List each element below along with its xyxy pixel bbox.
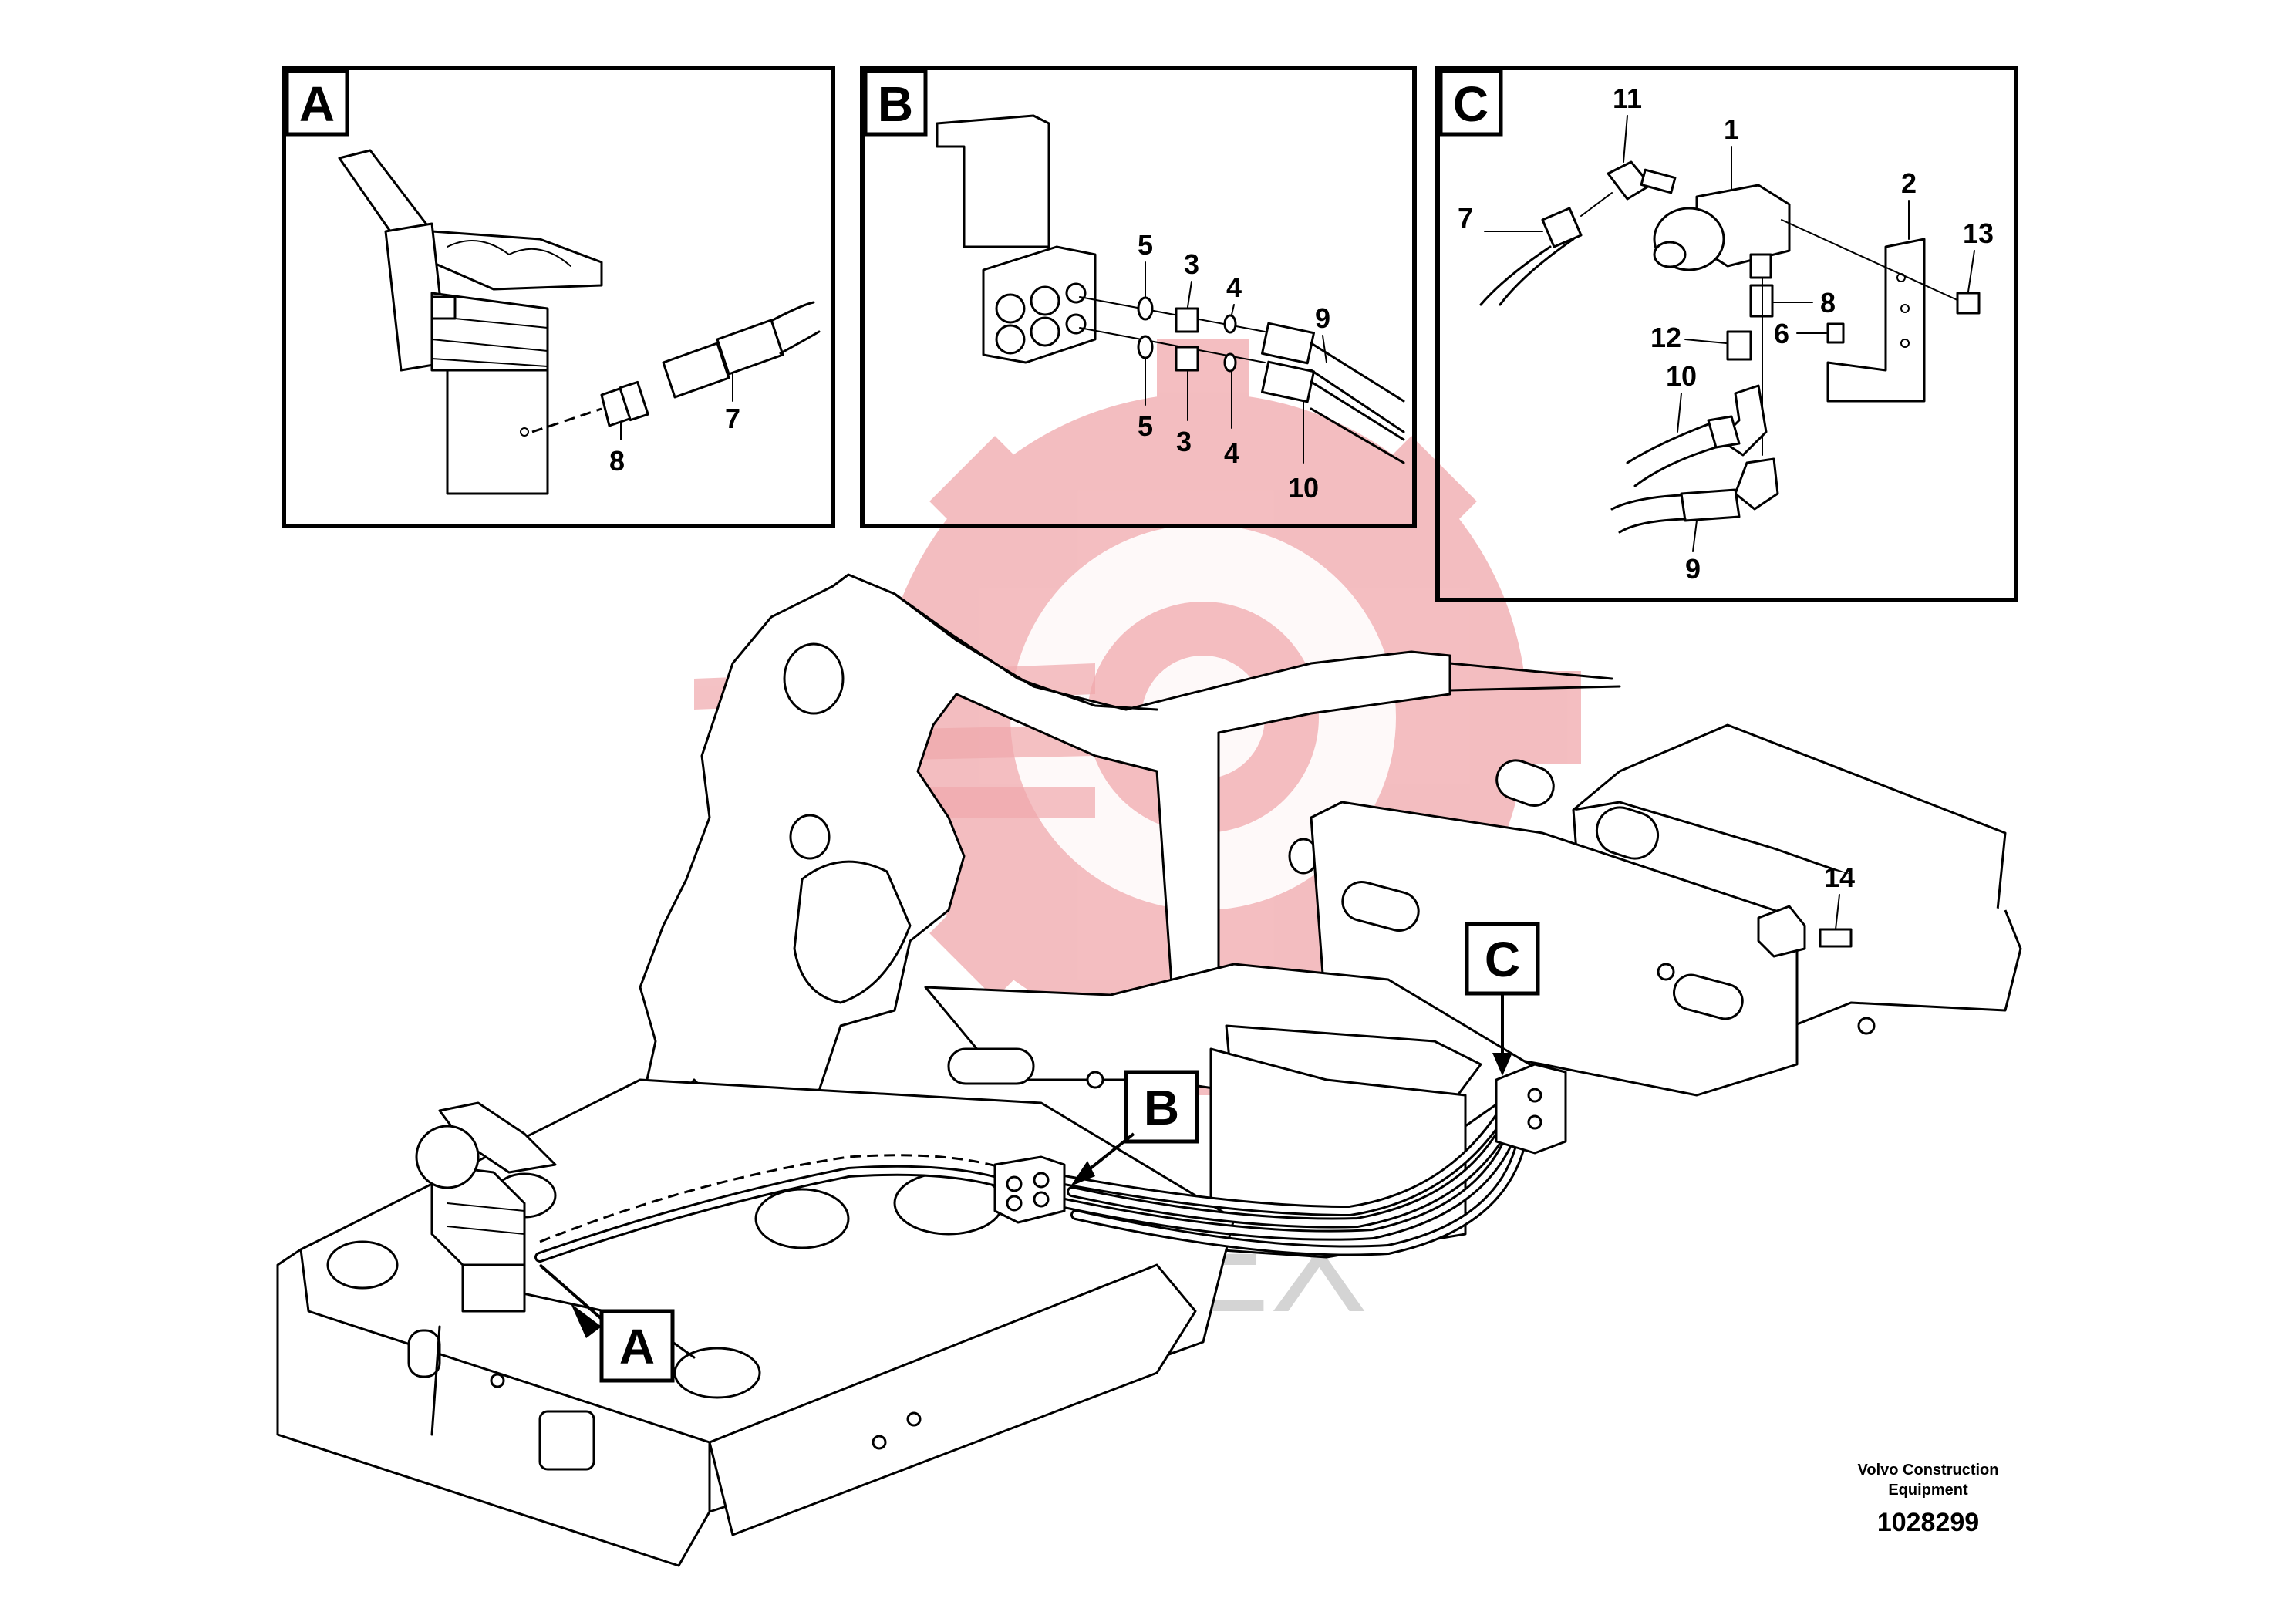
- detail-panel-a: A 7 8: [282, 66, 835, 528]
- callout-c-letter: C: [1485, 932, 1520, 987]
- panel-c-label-1: 1: [1724, 113, 1739, 145]
- panel-c-label-8: 8: [1820, 287, 1836, 319]
- panel-c-label-2: 2: [1901, 167, 1917, 199]
- panel-b-label-9: 9: [1315, 302, 1330, 334]
- panel-c-label-12: 12: [1650, 322, 1681, 353]
- callout-a-letter: A: [619, 1319, 655, 1374]
- panel-b-label-4-top: 4: [1226, 271, 1242, 303]
- panel-c-letter: C: [1453, 76, 1489, 132]
- valve-block-1-drawing: [1653, 184, 1791, 279]
- manifold-block-drawing: [936, 114, 1097, 364]
- panel-b-label-5-top: 5: [1138, 229, 1153, 261]
- detail-panel-c: C: [1435, 66, 2018, 602]
- panel-c-label-11: 11: [1613, 83, 1642, 114]
- fitting-8-drawing: [600, 380, 649, 427]
- main-pedal-drawing: [415, 1101, 557, 1313]
- panel-b-label-3-bottom: 3: [1176, 426, 1192, 457]
- bolt-13-drawing: [1956, 292, 1981, 315]
- callout-a: A: [538, 1263, 675, 1383]
- panel-a-label-7: 7: [725, 403, 740, 434]
- panel-c-label-10: 10: [1666, 360, 1697, 392]
- callout-b: B: [1070, 1070, 1199, 1186]
- company-name-line1: Volvo Construction: [1858, 1462, 1999, 1479]
- hoses-9-10-drawing: [1260, 322, 1405, 464]
- elbow-11-hose-7-drawing: [1479, 160, 1677, 306]
- main-manifold-b-drawing: [993, 1155, 1066, 1224]
- panel-b-label-5-bottom: 5: [1138, 410, 1153, 442]
- fittings-3-4-5-drawing: [1079, 296, 1266, 373]
- panel-b-label-4-bottom: 4: [1224, 437, 1239, 469]
- panel-a-letter: A: [299, 76, 335, 132]
- callout-c: C: [1465, 922, 1540, 1076]
- panel-b-label-10: 10: [1288, 472, 1319, 504]
- panel-c-label-13: 13: [1963, 218, 1994, 249]
- footer-block: Volvo Construction Equipment 1028299: [1858, 1462, 1999, 1537]
- hoses-9-10-drawing-c: [1610, 384, 1779, 534]
- main-valve-c-drawing: [1495, 1063, 1567, 1155]
- company-name-line2: Equipment: [1888, 1482, 1968, 1499]
- panel-c-label-6: 6: [1774, 318, 1789, 349]
- main-label-14: 14: [1824, 862, 1855, 893]
- panel-b-label-3-top: 3: [1184, 248, 1199, 280]
- callout-b-letter: B: [1144, 1080, 1179, 1135]
- pedal-valve-drawing: [338, 149, 603, 495]
- detail-panel-b: B 5: [860, 66, 1417, 528]
- hose-7-drawing: [662, 301, 821, 399]
- main-hoses-drawing: [534, 1105, 1525, 1263]
- main-assembly-view: 14 A B C: [276, 573, 2022, 1567]
- panel-a-label-8: 8: [609, 445, 625, 477]
- panel-c-label-9: 9: [1685, 553, 1701, 585]
- panel-b-letter: B: [878, 76, 913, 132]
- fitting-14-drawing: [1757, 905, 1853, 958]
- drawing-number: 1028299: [1877, 1508, 1979, 1537]
- panel-c-label-7: 7: [1458, 202, 1473, 234]
